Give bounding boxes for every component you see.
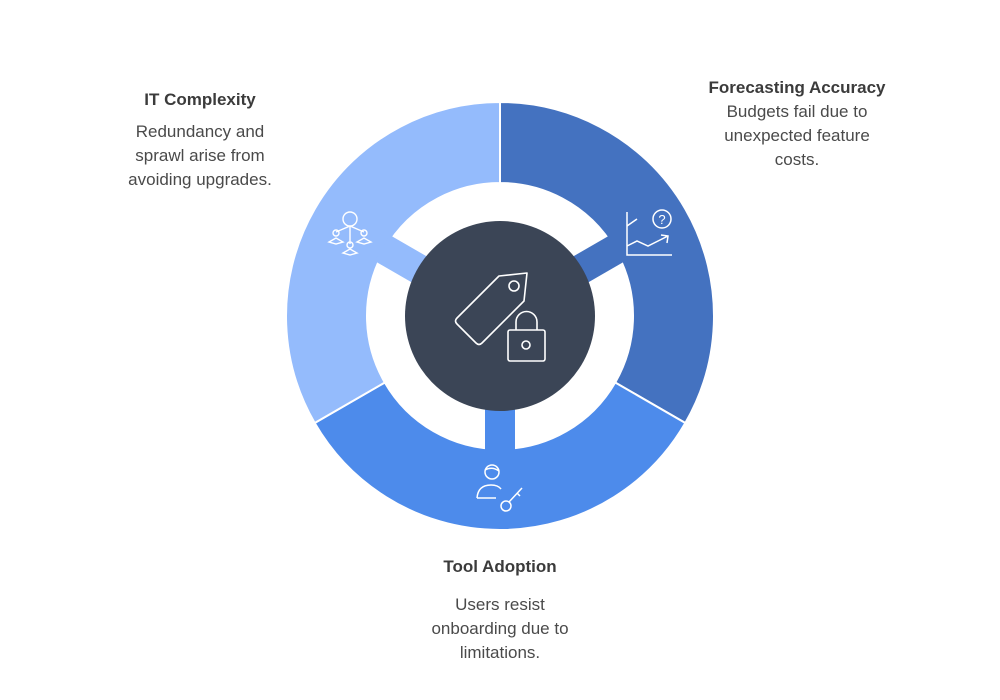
segment-tool-adoption [313, 381, 687, 531]
label-forecasting-accuracy: Forecasting Accuracy Budgets fail due to… [690, 76, 904, 172]
network-hierarchy-icon [327, 211, 373, 256]
price-tag-lock-icon [454, 272, 546, 362]
label-it-complexity: IT Complexity Redundancy and sprawl aris… [110, 88, 290, 192]
svg-text:?: ? [658, 212, 665, 227]
label-tool-adoption: Tool Adoption Users resist onboarding du… [410, 555, 590, 665]
segment-title: IT Complexity [144, 90, 256, 109]
segment-description: Budgets fail due to unexpected feature c… [724, 102, 870, 169]
chart-question-icon: ? [626, 209, 672, 256]
segment-description: Users resist onboarding due to limitatio… [431, 595, 569, 662]
segment-title: Tool Adoption [443, 557, 557, 576]
segment-title: Forecasting Accuracy [708, 78, 886, 97]
segment-description: Redundancy and sprawl arise from avoidin… [128, 122, 272, 189]
center-circle [405, 221, 595, 411]
user-key-icon [476, 464, 523, 512]
segment-forecasting [499, 100, 715, 425]
segment-it-complexity [285, 100, 501, 425]
